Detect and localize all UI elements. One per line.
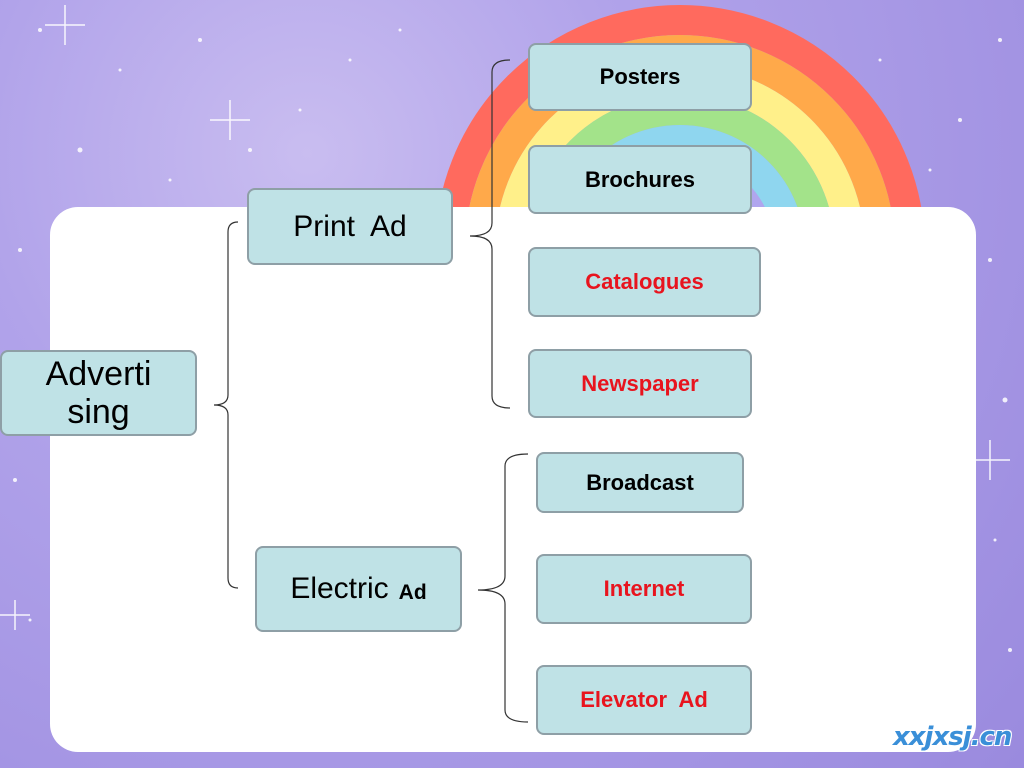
content-panel: [50, 207, 976, 752]
root-node-advertising: Adverti sing: [0, 350, 197, 436]
branch-label: Electric: [290, 572, 389, 605]
branch-node-electric-ad: Electric Ad: [255, 546, 462, 632]
branch-node-print-ad: Print Ad: [247, 188, 453, 265]
leaf-node-internet: Internet: [536, 554, 752, 624]
leaf-node-newspaper: Newspaper: [528, 349, 752, 418]
leaf-label: Posters: [599, 64, 681, 89]
branch-label: Print Ad: [293, 209, 407, 243]
leaf-node-broadcast: Broadcast: [536, 452, 744, 513]
leaf-label: Brochures: [584, 166, 696, 192]
leaf-label: Newspaper: [581, 370, 699, 396]
root-label-line1: Adverti: [45, 355, 152, 393]
branch-label-suffix: Ad: [398, 581, 427, 604]
leaf-node-brochures: Brochures: [528, 145, 752, 214]
leaf-node-elevator-ad: Elevator Ad: [536, 665, 752, 735]
root-label-line2: sing: [67, 393, 130, 431]
leaf-label: Catalogues: [585, 269, 704, 294]
leaf-label: Elevator Ad: [580, 687, 708, 712]
leaf-label: Internet: [603, 576, 685, 601]
watermark-logo: xxjxsj.cn: [893, 722, 1012, 752]
leaf-node-posters: Posters: [528, 43, 752, 111]
leaf-label: Broadcast: [586, 469, 694, 495]
leaf-node-catalogues: Catalogues: [528, 247, 761, 317]
